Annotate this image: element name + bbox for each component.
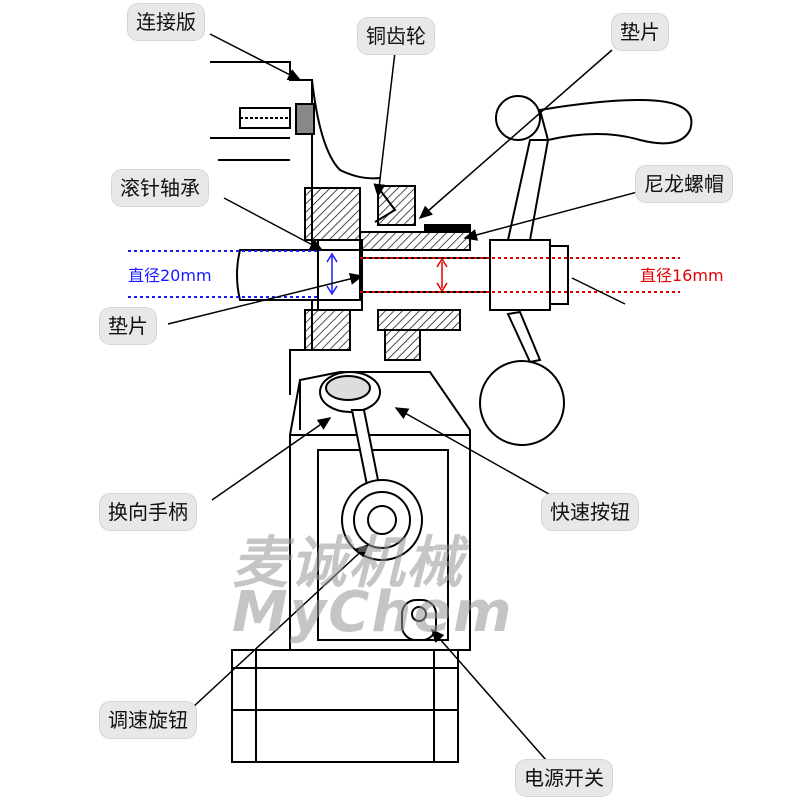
callout-copper-gear: 铜齿轮 <box>358 18 434 54</box>
dimension-left <box>128 250 338 298</box>
dimension-left-label: 直径20mm <box>128 266 212 285</box>
connection-plate-part <box>210 61 381 395</box>
callout-speed-knob: 调速旋钮 <box>100 702 196 738</box>
callout-gasket-top: 垫片 <box>612 14 668 50</box>
motor-base <box>231 649 459 763</box>
lever-handle <box>479 95 693 446</box>
dimension-right <box>360 257 680 293</box>
dimension-right-label: 直径16mm <box>640 266 724 285</box>
callout-reversing-handle: 换向手柄 <box>100 494 196 530</box>
callout-quick-button: 快速按钮 <box>542 494 638 530</box>
callout-power-switch: 电源开关 <box>516 760 612 796</box>
gear-housing <box>304 185 471 361</box>
callout-needle-bearing: 滚针轴承 <box>112 170 208 206</box>
machine-body <box>289 371 471 651</box>
callout-gasket-mid: 垫片 <box>100 308 156 344</box>
leader-lines <box>167 33 646 761</box>
callout-connection-plate: 连接版 <box>128 4 204 40</box>
watermark-chinese: 麦诚机械 <box>232 531 464 596</box>
callout-nylon-nut: 尼龙螺帽 <box>636 166 732 202</box>
watermark-latin: MyChem <box>232 580 514 645</box>
